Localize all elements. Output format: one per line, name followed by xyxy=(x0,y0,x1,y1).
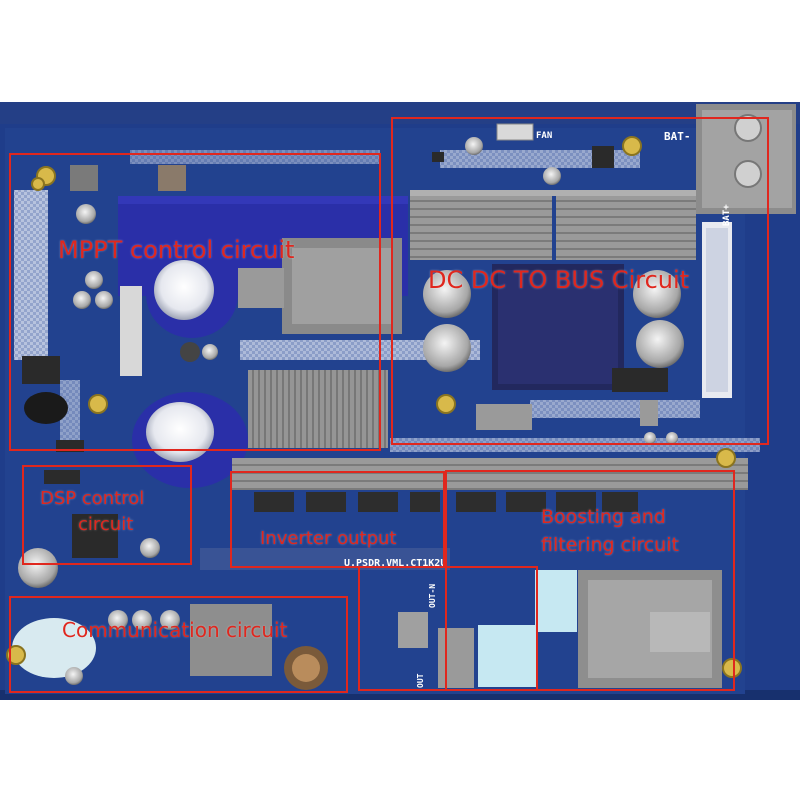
heatsink-right xyxy=(556,190,696,260)
label-dcdc: DC DC TO BUS Circuit xyxy=(428,266,690,294)
annotation-box-communication xyxy=(9,596,348,693)
label-boost-line1: Boosting and xyxy=(541,506,666,528)
fan-connector xyxy=(496,123,534,141)
small-components-left xyxy=(22,165,218,452)
mosfets xyxy=(254,492,638,512)
dsp-chip xyxy=(72,514,118,558)
annotation-box-dsp xyxy=(22,465,192,565)
bulk-capacitor-top xyxy=(146,250,238,338)
label-boost-line2: filtering circuit xyxy=(541,534,679,556)
annotation-box-dcdc xyxy=(391,117,769,445)
mounting-holes xyxy=(6,136,742,678)
silk-fan: FAN xyxy=(536,131,553,141)
dcdc-capacitors xyxy=(423,270,684,372)
battery-terminal-block xyxy=(696,104,796,214)
annotation-box-boost xyxy=(445,470,735,691)
inductor-lower xyxy=(248,370,388,448)
label-inverter: Inverter output xyxy=(260,528,397,549)
silk-bat-minus: BAT- xyxy=(664,130,691,143)
label-dsp-line2: circuit xyxy=(78,514,134,535)
annotation-box-output xyxy=(358,566,538,691)
label-communication: Communication circuit xyxy=(62,618,288,642)
bulk-capacitor-bottom xyxy=(132,392,248,488)
comm-buzzer xyxy=(12,618,96,678)
heatsink-left xyxy=(410,190,552,260)
label-mppt: MPPT control circuit xyxy=(58,236,295,264)
small-components-right xyxy=(432,137,678,444)
inverter-heatsink xyxy=(232,458,748,490)
output-relay-2 xyxy=(535,570,577,632)
silk-model: U.PSDR.VML.CT1K2U xyxy=(344,558,447,569)
annotation-box-mppt xyxy=(9,153,381,451)
annotation-box-inverter xyxy=(230,471,445,568)
output-relay-1 xyxy=(478,625,538,687)
label-dsp-line1: DSP control xyxy=(40,488,145,509)
